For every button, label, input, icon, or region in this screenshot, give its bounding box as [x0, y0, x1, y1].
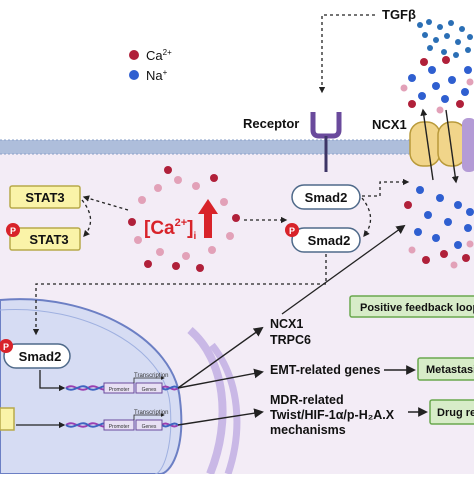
stat3-phospho-label: P: [10, 226, 16, 236]
stat3-box: [9, 185, 81, 209]
ncx1-ca-arrow: [420, 108, 434, 181]
promoter-label-2: Promoter: [109, 424, 130, 430]
genes-box-2: [135, 419, 163, 431]
smad2-to-dna-arrow: [39, 370, 66, 392]
ca-increase-arrow: [198, 199, 218, 238]
tgf-to-receptor-arrow: [318, 14, 375, 94]
promoter-label-1: Promoter: [109, 387, 130, 393]
positive-feedback-label: Positive feedback loop: [360, 302, 474, 314]
intracellular-ca-label: [Ca2+]i: [144, 217, 197, 242]
ca-legend-dot: [129, 50, 139, 60]
transcription-arrow-1: [133, 376, 165, 383]
smad2-label: Smad2: [305, 190, 348, 205]
dna-to-emt-arrow: [177, 368, 264, 389]
smad2-phospho-label: P: [289, 226, 295, 236]
receptor-label: Receptor: [243, 116, 299, 131]
ncx1-feedback-arrow: [281, 224, 406, 315]
smad2-to-ncx1-arrow: [362, 178, 410, 197]
metastasis-label: Metastasis: [426, 364, 474, 376]
transcription-label-2: Transcription: [134, 410, 168, 416]
outcome-trpc6: TRPC6: [270, 333, 311, 347]
drug-resistance-box: [429, 399, 474, 425]
tgf-beta-label: TGFβ: [382, 7, 416, 22]
smad2-phospho-icon: [285, 223, 299, 237]
genes-label-1: Genes: [142, 387, 157, 393]
pstat3-box: [9, 227, 81, 251]
ncx1-label: NCX1: [372, 117, 407, 132]
outcome-mdr-line2: Twist/HIF-1α/p-H₂A.X: [270, 408, 395, 422]
psmad2-to-nucleus-arrow: [32, 254, 327, 336]
yellow-factor-box: [0, 407, 15, 431]
na-legend-dot: [129, 70, 139, 80]
ca-ions-inside-ncx: [404, 201, 470, 264]
nuclear-smad2-phospho-icon: [0, 339, 13, 353]
transcription-label-1: Transcription: [134, 373, 168, 379]
nuclear-psmad2-box: [3, 343, 71, 369]
outcome-emt-genes: EMT-related genes: [270, 363, 380, 377]
receptor: [310, 112, 342, 139]
outcome-ncx1: NCX1: [270, 317, 303, 331]
na-ions-outside: [408, 66, 472, 103]
psmad2-box: [291, 227, 361, 253]
ca-to-stat3-arrow: [82, 195, 129, 211]
nuclear-smad2-phospho-label: P: [3, 342, 9, 352]
outcome-mdr-line1: MDR-related: [270, 393, 344, 407]
smad2-activation-arrow: [361, 197, 372, 238]
cell-membrane: [0, 140, 474, 154]
na-legend-label: Na+: [146, 68, 168, 83]
ca-cloud-red: [128, 166, 240, 272]
outcome-mdr-line3: mechanisms: [270, 423, 346, 437]
pink-ions-inside-ncx: [408, 240, 474, 269]
smad2-box: [291, 184, 361, 210]
dna-to-ncx1-arrow: [177, 326, 264, 389]
pink-ions-outside: [400, 78, 474, 114]
genes-label-2: Genes: [142, 424, 157, 430]
ncx1-na-arrow: [445, 109, 459, 184]
na-ions-inside: [414, 186, 474, 249]
dna-to-mdr-arrow: [177, 408, 264, 426]
ca-ions-outside: [408, 56, 464, 108]
er-membrane-1: [187, 326, 227, 476]
genes-box-1: [135, 382, 163, 394]
tgf-beta-ligands: [417, 19, 473, 58]
psmad2-label: Smad2: [308, 233, 351, 248]
transcription-arrow-2: [133, 413, 165, 420]
nuclear-psmad2-label: Smad2: [19, 349, 62, 364]
metastasis-box: [417, 357, 474, 381]
promoter-box-1: [103, 382, 135, 394]
stat3-phospho-icon: [6, 223, 20, 237]
ca-cloud-pink: [134, 176, 234, 260]
ncx1-side-domain: [462, 118, 474, 172]
drug-resistance-label: Drug resistance: [437, 407, 474, 419]
stat3-label: STAT3: [25, 190, 64, 205]
pstat3-label: STAT3: [29, 232, 68, 247]
stat3-activation-arrow: [81, 199, 92, 237]
positive-feedback-box: [349, 295, 474, 318]
ca-legend-label: Ca2+: [146, 48, 172, 63]
ncx1-right-subunit: [437, 121, 467, 167]
promoter-box-2: [103, 419, 135, 431]
